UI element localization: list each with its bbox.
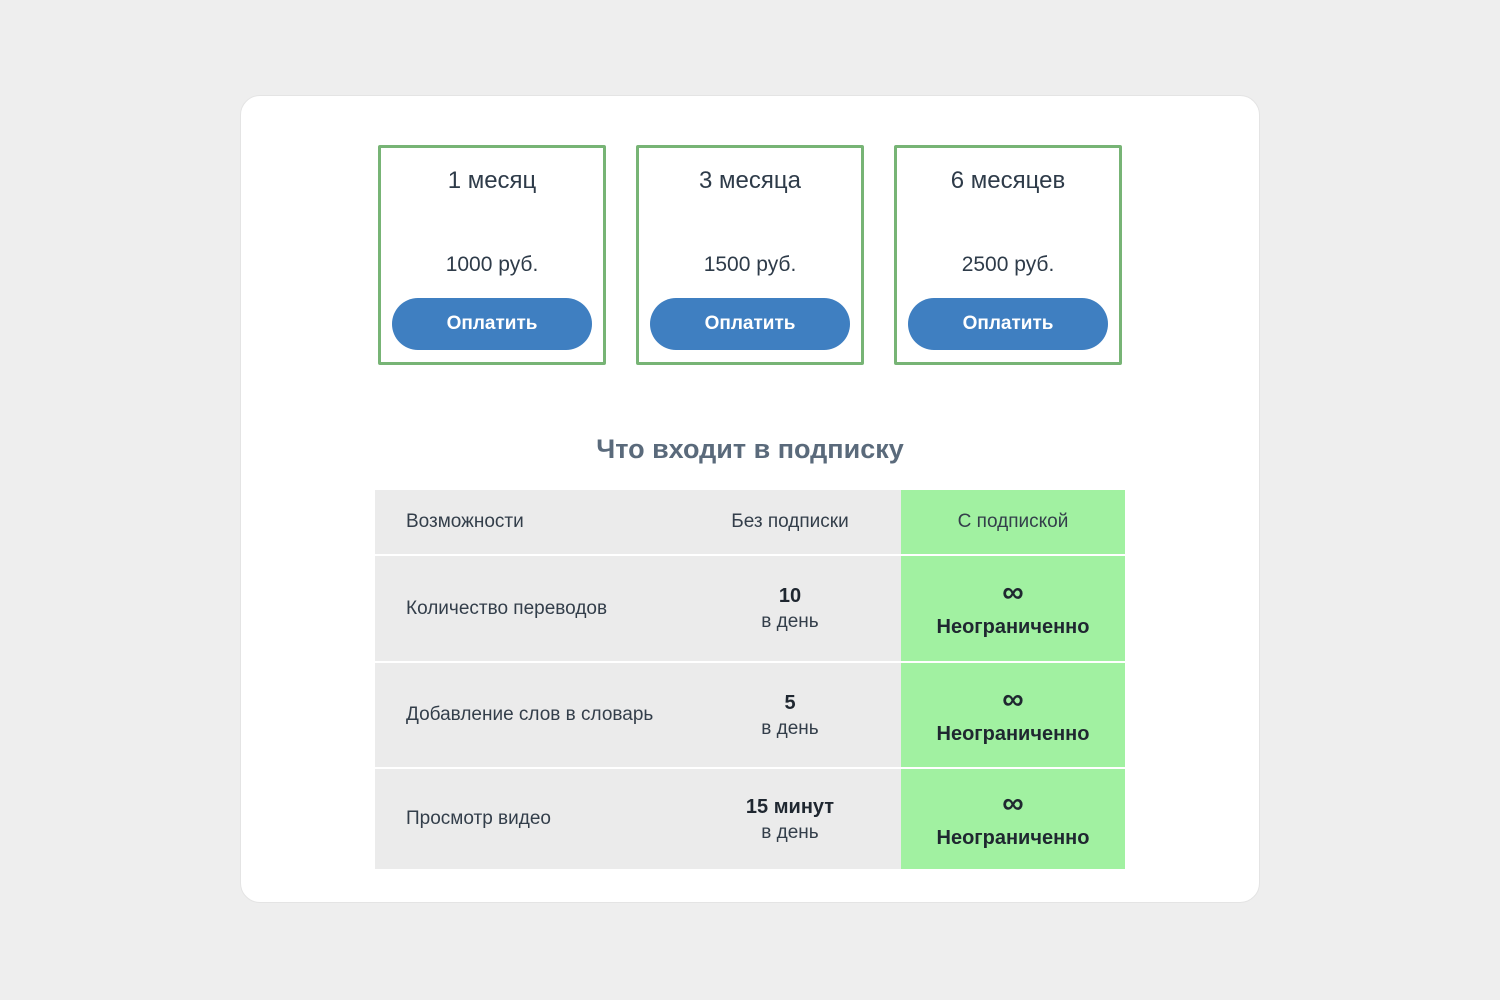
plan-duration: 3 месяца <box>699 167 801 194</box>
header-label: Без подписки <box>731 511 849 532</box>
infinity-icon: ∞ <box>1002 682 1024 716</box>
feature-video-label: Просмотр видео <box>375 769 679 869</box>
plan-card-1-month: 1 месяц 1000 руб. Оплатить <box>378 145 606 365</box>
pay-button-3-months[interactable]: Оплатить <box>650 298 850 350</box>
plan-card-3-months: 3 месяца 1500 руб. Оплатить <box>636 145 864 365</box>
feature-dictionary-with: ∞ Неограниченно <box>901 663 1125 767</box>
plan-duration: 1 месяц <box>447 167 537 194</box>
header-label: Возможности <box>406 511 524 532</box>
feature-dictionary-without: 5 в день <box>679 663 901 767</box>
pay-button-6-months[interactable]: Оплатить <box>908 298 1108 350</box>
feature-name: Просмотр видео <box>406 808 551 829</box>
limit-value: 15 минут <box>745 795 835 818</box>
feature-translations-label: Количество переводов <box>375 556 679 661</box>
comparison-section-title: Что входит в подписку <box>596 434 904 464</box>
infinity-icon: ∞ <box>1002 786 1024 820</box>
unlimited-label: Неограниченно <box>936 826 1090 849</box>
comparison-table: Возможности Без подписки С подпиской Кол… <box>375 490 1125 869</box>
feature-video-without: 15 минут в день <box>679 769 901 869</box>
unlimited-label: Неограниченно <box>936 616 1090 638</box>
pay-button-1-month[interactable]: Оплатить <box>392 298 592 350</box>
plan-card-6-months: 6 месяцев 2500 руб. Оплатить <box>894 145 1122 365</box>
table-header-features: Возможности <box>375 490 679 554</box>
table-header-with-subscription: С подпиской <box>901 490 1125 554</box>
plan-price: 2500 руб. <box>961 253 1055 276</box>
feature-translations-with: ∞ Неограниченно <box>901 556 1125 661</box>
plan-price: 1500 руб. <box>703 253 797 276</box>
feature-name: Количество переводов <box>406 597 608 619</box>
subscription-panel: 1 месяц 1000 руб. Оплатить 3 месяца 1500… <box>240 95 1260 903</box>
plan-duration: 6 месяцев <box>950 167 1066 194</box>
limit-value: 5 <box>784 691 796 714</box>
limit-unit: в день <box>761 611 819 632</box>
feature-dictionary-label: Добавление слов в словарь <box>375 663 679 767</box>
limit-unit: в день <box>761 717 819 739</box>
header-label: С подпиской <box>957 511 1069 532</box>
plan-cards-row: 1 месяц 1000 руб. Оплатить 3 месяца 1500… <box>378 145 1259 365</box>
feature-video-with: ∞ Неограниченно <box>901 769 1125 869</box>
unlimited-label: Неограниченно <box>936 722 1090 745</box>
table-header-without-subscription: Без подписки <box>679 490 901 554</box>
limit-unit: в день <box>761 821 819 843</box>
limit-value: 10 <box>778 585 802 607</box>
infinity-icon: ∞ <box>1002 576 1024 609</box>
feature-name: Добавление слов в словарь <box>406 704 654 725</box>
feature-translations-without: 10 в день <box>679 556 901 661</box>
plan-price: 1000 руб. <box>445 253 539 276</box>
